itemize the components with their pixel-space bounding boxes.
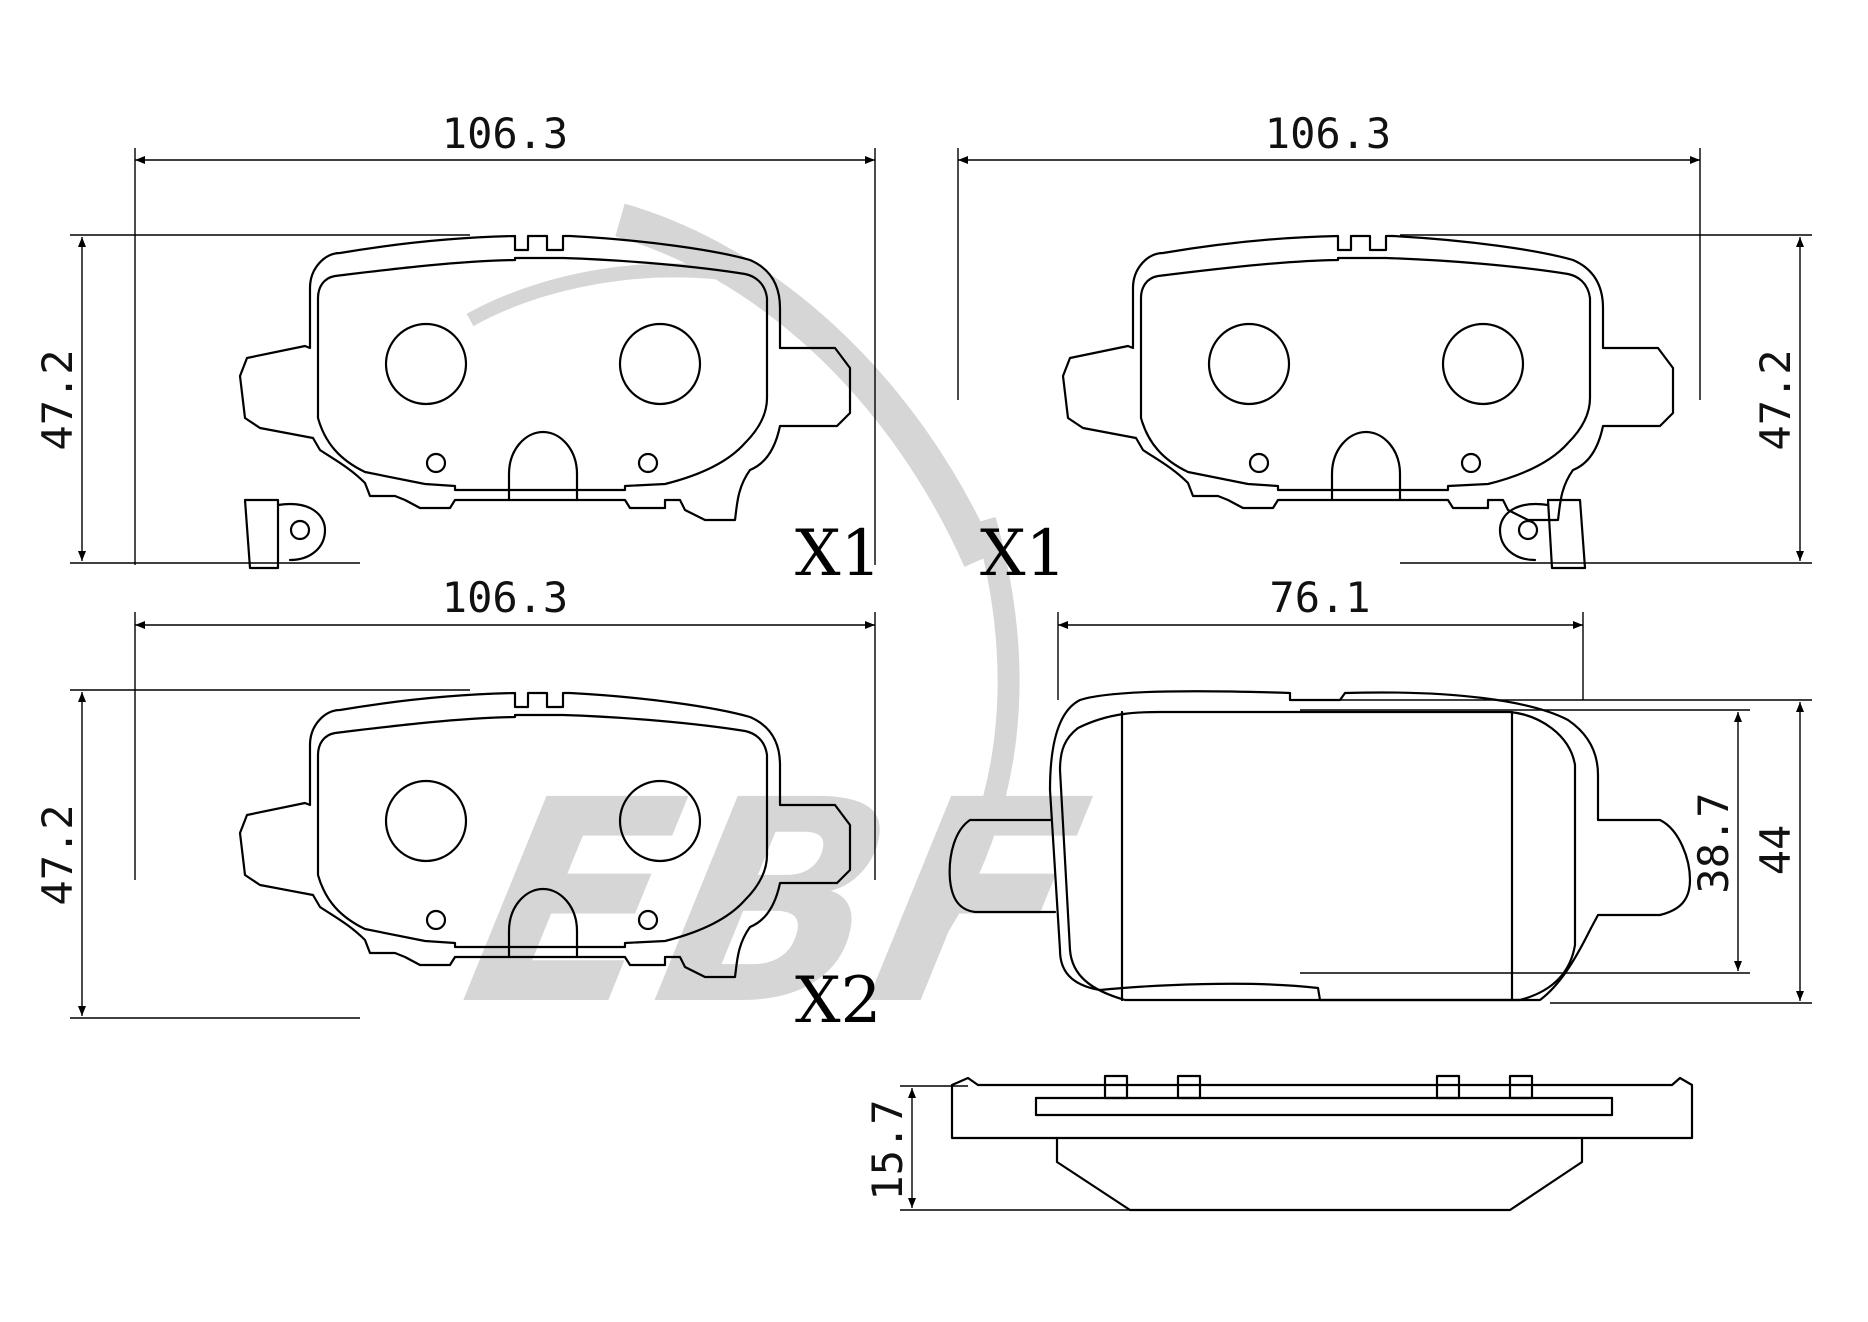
- width-dimension-label: 106.3: [442, 109, 568, 158]
- thickness-dimension-label: 15.7: [863, 1099, 912, 1200]
- pad-back-view: 76.1 38.7 44: [948, 573, 1812, 1004]
- inner-height-dimension-label: 38.7: [1689, 792, 1738, 893]
- pad-view-top-right: 106.3 47.2 X1: [957, 109, 1812, 591]
- pad-side-view: 15.7: [863, 1074, 1694, 1212]
- quantity-label: X1: [980, 517, 1066, 591]
- watermark-letters: EBF: [443, 740, 1108, 1066]
- quantity-label: X1: [795, 517, 881, 591]
- height-dimension-label: 47.2: [1751, 349, 1800, 450]
- height-dimension-label: 47.2: [33, 804, 82, 905]
- pad-view-top-left: 106.3 47.2 X1: [33, 109, 881, 591]
- ebf-watermark: EBF: [443, 203, 1109, 1066]
- outer-height-dimension-label: 44: [1751, 825, 1800, 876]
- pad-view-bottom-left: 106.3 47.2 X2: [33, 573, 881, 1038]
- height-dimension-label: 47.2: [33, 349, 82, 450]
- width-dimension-label: 106.3: [442, 573, 568, 622]
- quantity-label: X2: [795, 964, 881, 1038]
- width-dimension-label: 106.3: [1265, 109, 1391, 158]
- width-dimension-label: 76.1: [1269, 573, 1370, 622]
